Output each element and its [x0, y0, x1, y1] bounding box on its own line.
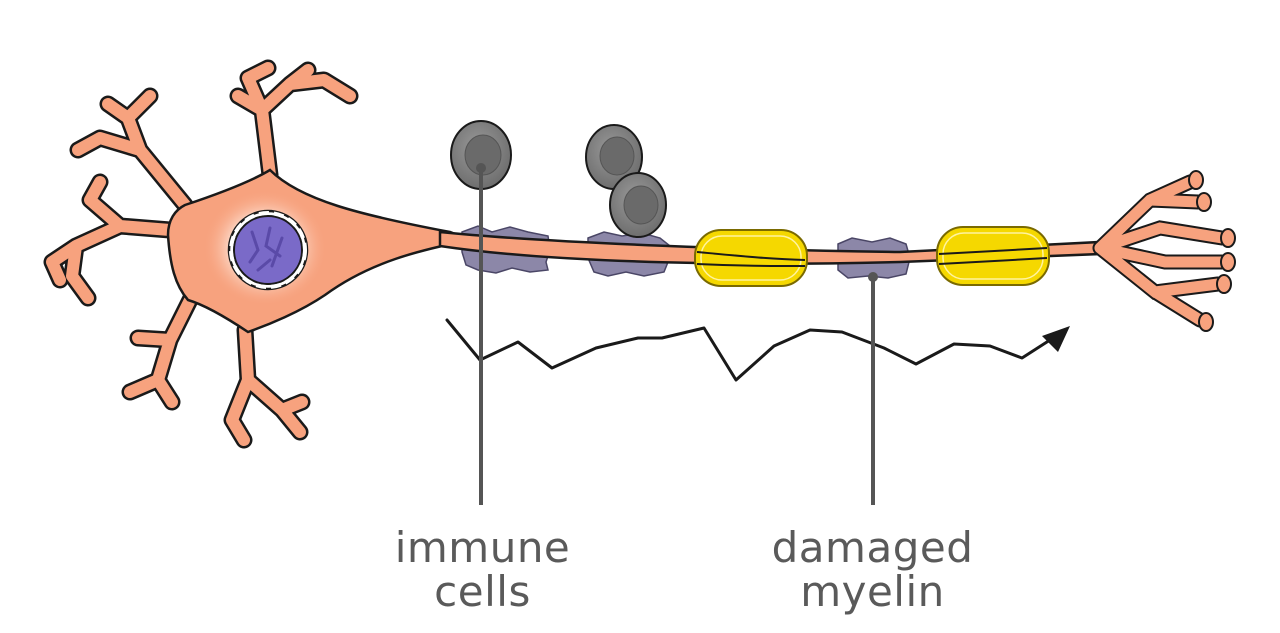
immune-cells	[450, 120, 667, 238]
nerve-signal	[445, 318, 1070, 382]
immune-cells-label: immune cells	[370, 526, 595, 614]
myelin-sheath-2	[936, 226, 1050, 286]
pointers	[476, 163, 878, 505]
healthy-myelin-segments	[694, 226, 1050, 287]
signal-trace	[445, 318, 1052, 382]
immune-cell-2	[585, 124, 643, 190]
axon-terminals	[1092, 170, 1236, 332]
immune-cell-1	[450, 120, 512, 190]
nucleus	[227, 209, 309, 291]
dendrites-fill	[46, 62, 356, 446]
myelin-sheath-1	[694, 229, 808, 287]
immune-label-line2: cells	[434, 567, 531, 616]
damaged-myelin-label: damaged myelin	[735, 526, 1010, 614]
immune-cell-3	[609, 172, 667, 238]
myelin-label-line1: damaged	[771, 523, 974, 572]
signal-arrowhead	[1042, 326, 1070, 352]
myelin-label-line2: myelin	[800, 567, 945, 616]
immune-label-line1: immune	[394, 523, 571, 572]
